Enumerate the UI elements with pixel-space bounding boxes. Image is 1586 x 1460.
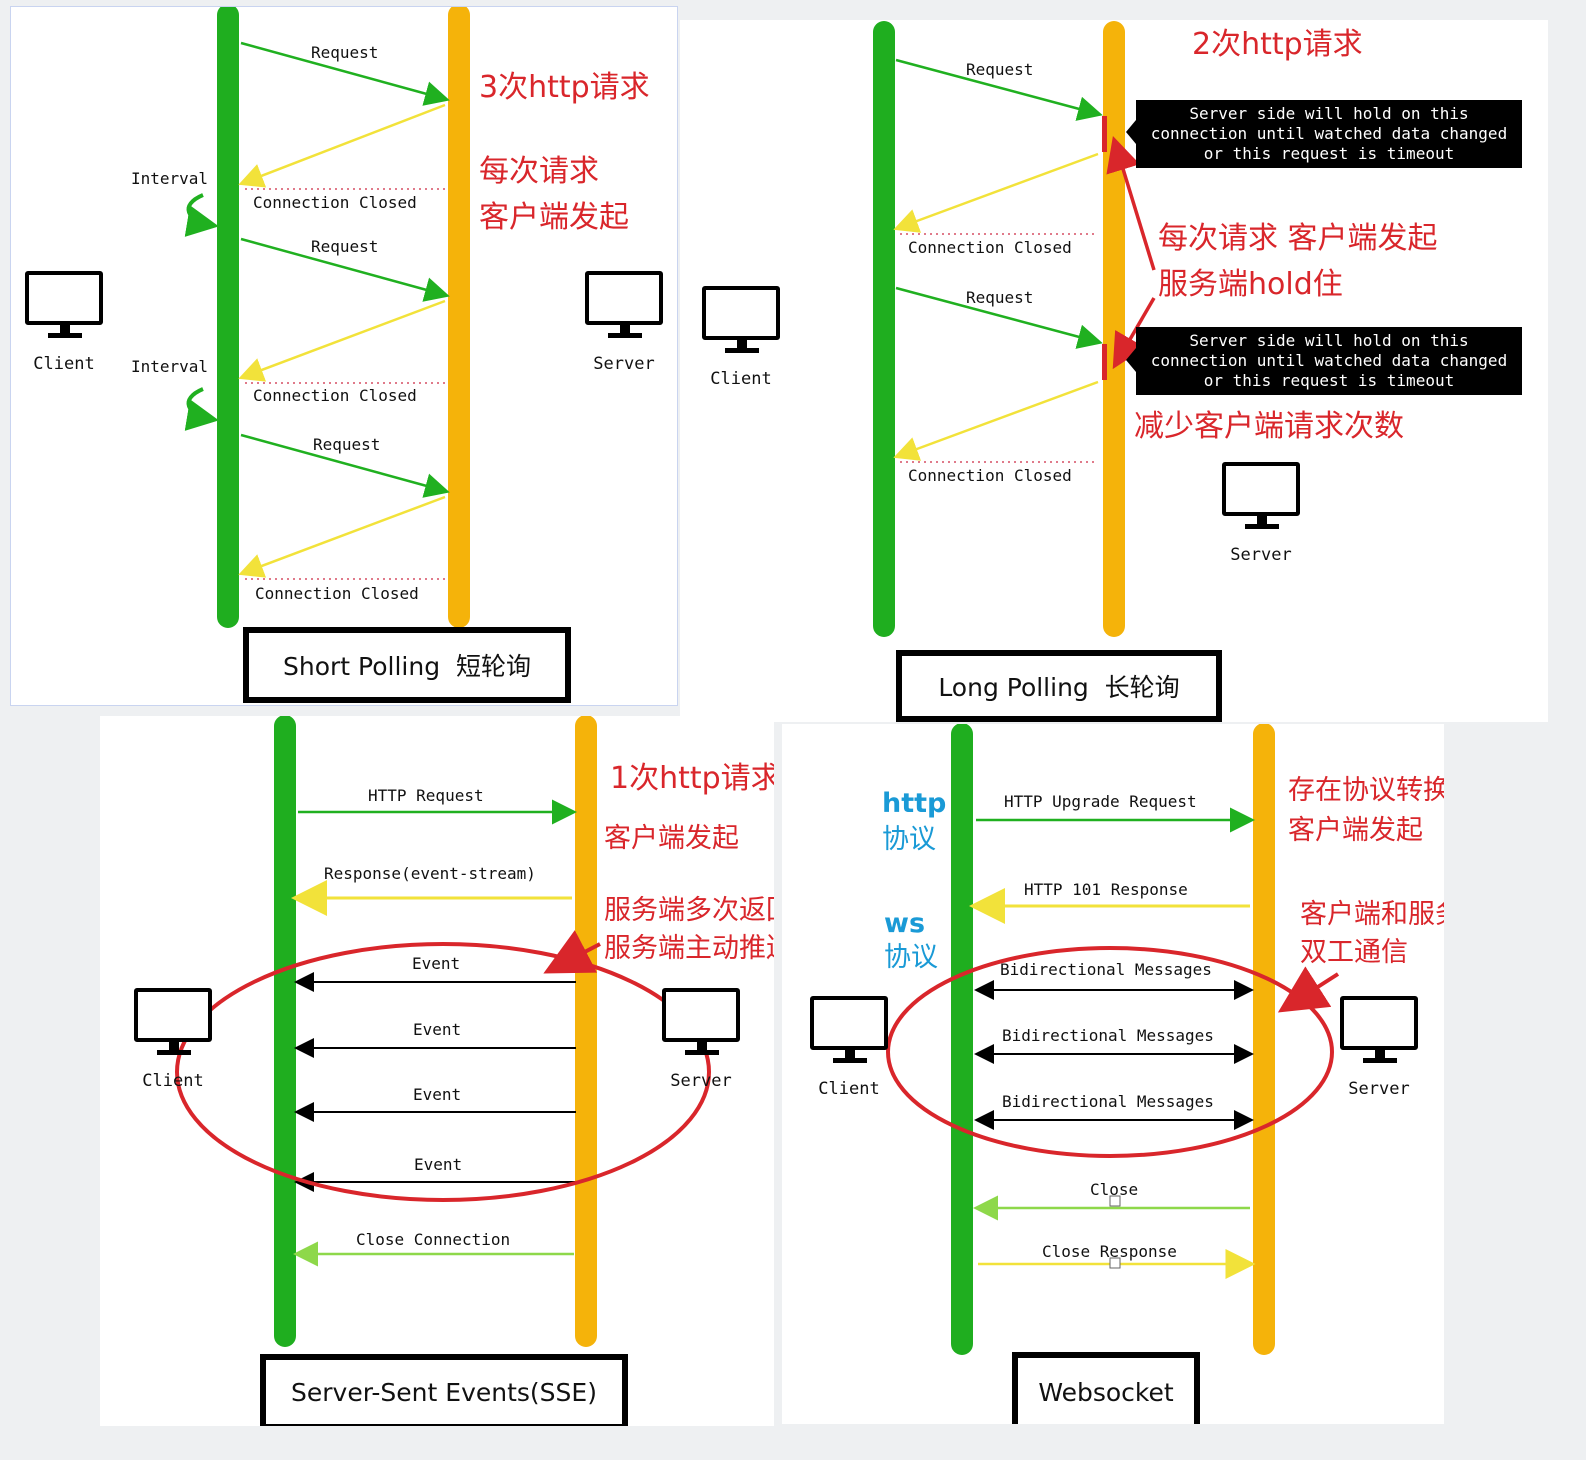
response-arrow — [238, 495, 446, 578]
annotation-http-count: 1次http请求 — [610, 761, 774, 796]
client-computer-icon: Client — [702, 286, 780, 389]
server-computer-icon: Server — [585, 271, 663, 374]
annotation-protocol-switch: 存在协议转换 — [1288, 775, 1444, 806]
server-computer-icon: Server — [662, 988, 740, 1091]
callout-pointer — [1126, 348, 1136, 372]
event-label: Event — [413, 1020, 462, 1039]
request-arrow — [240, 433, 450, 498]
websocket-title: Websocket — [1012, 1352, 1200, 1424]
ws-protocol-label: ws — [884, 908, 926, 939]
long-polling-panel: Request Connection Closed Request Connec… — [680, 20, 1548, 722]
http-protocol-label-cn: 协议 — [882, 824, 936, 855]
closed-label: Connection Closed — [908, 466, 1072, 485]
short-polling-title: Short Polling 短轮询 — [243, 627, 571, 703]
sse-diagram — [175, 716, 711, 1347]
annotation-http-count: 2次http请求 — [1192, 27, 1363, 62]
response-101-label: HTTP 101 Response — [1024, 880, 1188, 899]
request-label: Request — [966, 288, 1034, 307]
annotation-each-request: 每次请求 — [479, 154, 599, 189]
client-label: Client — [142, 1071, 204, 1091]
client-computer-icon: Client — [810, 996, 888, 1099]
closed-label: Connection Closed — [253, 386, 417, 405]
interval-loop — [184, 193, 219, 237]
server-computer-icon: Server — [1340, 996, 1418, 1099]
annotation-client-initiates: 客户端发起 — [479, 200, 629, 235]
server-label: Server — [1348, 1079, 1410, 1099]
bidirectional-label: Bidirectional Messages — [1002, 1026, 1214, 1045]
event-label: Event — [414, 1155, 463, 1174]
request-label: Request — [311, 43, 379, 62]
server-label: Server — [593, 354, 655, 374]
http-protocol-label: http — [882, 788, 947, 819]
request-label: Request — [311, 237, 379, 256]
interval-label: Interval — [131, 169, 209, 188]
annotation-client-server: 客户端和服务端 — [1300, 899, 1444, 930]
annotation-client-initiates: 客户端发起 — [1288, 815, 1423, 846]
annotation-arrow — [1106, 135, 1156, 271]
hold-marker — [1102, 116, 1107, 152]
closed-label: Connection Closed — [255, 584, 419, 603]
server-computer-icon: Server — [1222, 462, 1300, 565]
hold-callout: Server side will hold on this connection… — [1136, 100, 1522, 168]
short-polling-panel: Request Interval Connection Closed Reque… — [10, 6, 678, 706]
annotation-fewer-requests: 减少客户端请求次数 — [1134, 409, 1404, 444]
long-polling-title: Long Polling 长轮询 — [896, 650, 1222, 722]
hold-callout: Server side will hold on this connection… — [1136, 327, 1522, 395]
client-label: Client — [33, 354, 95, 374]
sse-panel: HTTP Request Response(event-stream) Even… — [100, 716, 774, 1426]
interval-loop — [184, 387, 219, 431]
server-label: Server — [1230, 545, 1292, 565]
short-polling-diagram — [184, 7, 470, 628]
request-arrow — [240, 41, 450, 106]
annotation-client-initiates: 客户端发起 — [604, 823, 739, 854]
messages-highlight-ellipse — [886, 946, 1334, 1158]
client-computer-icon: Client — [25, 271, 103, 374]
client-computer-icon: Client — [134, 988, 212, 1091]
interval-label: Interval — [131, 357, 209, 376]
annotation-server-push: 服务端主动推送 — [604, 933, 774, 964]
response-arrow — [238, 103, 446, 188]
annotation-arrow — [1277, 966, 1340, 1013]
long-polling-diagram — [873, 21, 1156, 637]
request-arrow — [895, 58, 1103, 121]
response-label: Response(event-stream) — [324, 864, 536, 883]
bidirectional-label: Bidirectional Messages — [1002, 1092, 1214, 1111]
response-arrow — [893, 152, 1099, 233]
event-label: Event — [412, 954, 461, 973]
event-label: Event — [413, 1085, 462, 1104]
upgrade-request-label: HTTP Upgrade Request — [1004, 792, 1197, 811]
client-label: Client — [710, 369, 772, 389]
websocket-panel: HTTP Upgrade Request HTTP 101 Response B… — [782, 724, 1444, 1424]
annotation-client-initiates: 每次请求 客户端发起 — [1158, 221, 1438, 256]
closed-label: Connection Closed — [908, 238, 1072, 257]
sse-title: Server-Sent Events(SSE) — [260, 1354, 628, 1426]
annotation-arrow — [543, 930, 601, 974]
close-label: Close — [1090, 1180, 1139, 1199]
request-arrow — [240, 237, 450, 302]
close-response-marker — [1109, 1257, 1121, 1269]
close-connection-label: Close Connection — [356, 1230, 511, 1249]
response-arrow — [238, 299, 446, 382]
websocket-diagram — [886, 724, 1340, 1355]
request-arrow — [895, 286, 1103, 349]
request-label: Request — [966, 60, 1034, 79]
hold-marker — [1102, 344, 1107, 380]
annotation-server-hold: 服务端hold住 — [1158, 267, 1343, 302]
annotation-full-duplex: 双工通信 — [1300, 937, 1408, 968]
response-arrow — [893, 380, 1099, 461]
annotation-server-returns: 服务端多次返回 — [604, 895, 774, 926]
callout-pointer — [1126, 120, 1136, 144]
close-response-label: Close Response — [1042, 1242, 1177, 1261]
events-highlight-ellipse — [175, 942, 711, 1202]
request-label: Request — [313, 435, 381, 454]
annotation-http-count: 3次http请求 — [479, 70, 650, 105]
client-label: Client — [818, 1079, 880, 1099]
closed-label: Connection Closed — [253, 193, 417, 212]
bidirectional-label: Bidirectional Messages — [1000, 960, 1212, 979]
close-marker — [1109, 1195, 1121, 1207]
http-request-label: HTTP Request — [368, 786, 484, 805]
server-label: Server — [670, 1071, 732, 1091]
ws-protocol-label-cn: 协议 — [884, 942, 938, 973]
